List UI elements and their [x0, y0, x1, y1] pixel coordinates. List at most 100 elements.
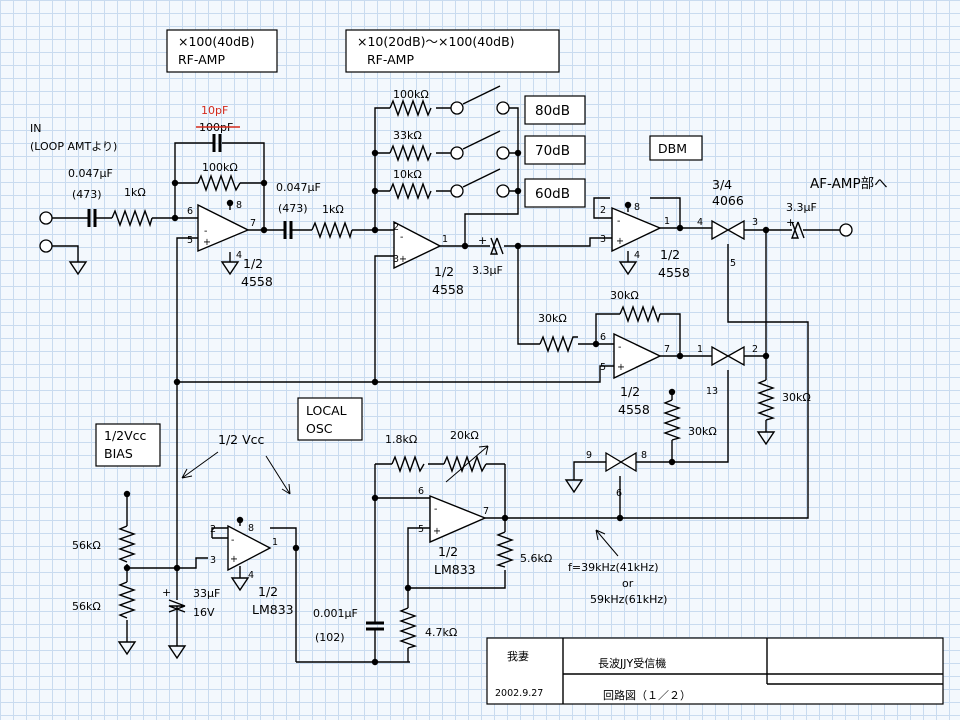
pin-minus: - — [617, 216, 620, 227]
op-amps — [197, 203, 662, 572]
label-osc-cap: 0.001μF — [313, 607, 358, 620]
pin: 2 — [210, 524, 216, 535]
label-sw-part-2: 4066 — [712, 193, 744, 208]
dbm-box — [649, 135, 703, 161]
label-c-bias-v: 16V — [193, 606, 215, 619]
label-r-g70: 33kΩ — [393, 129, 422, 142]
label-r-div1: 56kΩ — [72, 539, 101, 552]
pin: 6 — [616, 488, 622, 499]
output-terminal — [839, 223, 853, 237]
input-ground-terminal — [39, 239, 53, 253]
c-out2 — [790, 221, 805, 239]
gain-60db-box — [524, 178, 586, 208]
pin-plus: + — [230, 554, 238, 565]
u3-frac: 1/2 — [660, 247, 680, 262]
u4-frac: 1/2 — [620, 384, 640, 399]
rf-amp2-gain: ×10(20dB)～×100(40dB) — [357, 34, 515, 49]
r-osc-vr — [443, 454, 487, 474]
pin: 8 — [236, 200, 242, 211]
opamp-u6 — [227, 524, 272, 572]
switch-4066-a — [711, 219, 745, 241]
pin: 4 — [697, 217, 703, 228]
pin: 1 — [664, 216, 670, 227]
dbm-label: DBM — [658, 141, 687, 156]
chip-labels: 1/2 4558 1/2 4558 1/2 4558 1/2 4558 1/2 … — [241, 247, 690, 617]
pin-plus: + — [399, 254, 407, 265]
pin-minus: - — [204, 226, 207, 237]
label-r-mix-in: 30kΩ — [538, 312, 567, 325]
pin: 2 — [752, 344, 758, 355]
gain-70db-box — [524, 135, 586, 165]
bias-label-1: 1/2Vcc — [104, 428, 147, 443]
pin-plus: + — [616, 236, 624, 247]
pin: 2 — [393, 222, 399, 233]
pin: 3 — [210, 555, 216, 566]
pin: 6 — [600, 332, 606, 343]
junction-dots — [123, 149, 770, 666]
label-in-sub: (LOOP AMTより) — [30, 140, 117, 153]
rf-amp2-box — [345, 29, 560, 73]
r-out-gnd — [756, 379, 776, 421]
bias-box — [95, 423, 161, 467]
pin: 4 — [634, 250, 640, 261]
opamp-u1 — [197, 203, 250, 253]
pin-plus: + — [203, 237, 211, 248]
bias-label-2: BIAS — [104, 446, 133, 461]
rf-amp1-gain: ×100(40dB) — [178, 34, 255, 49]
title-project: 長波JJY受信機 — [598, 656, 666, 670]
pin: 3 — [393, 254, 399, 265]
pin: 6 — [418, 486, 424, 497]
plus-c-bias: + — [162, 586, 171, 599]
label-osc-vr: 20kΩ — [450, 429, 479, 442]
label-r-g80: 100kΩ — [393, 88, 429, 101]
label-r-out-gnd: 30kΩ — [782, 391, 811, 404]
u5-frac: 1/2 — [438, 544, 458, 559]
pin: 8 — [641, 450, 647, 461]
r-fb1 — [197, 173, 241, 193]
switch-4066-c — [605, 451, 637, 473]
pin: 3 — [752, 217, 758, 228]
local-osc-label-1: LOCAL — [306, 403, 347, 418]
u5-part: LM833 — [434, 562, 476, 577]
c-fb — [212, 134, 222, 152]
title-block: 我妻 2002.9.27 長波JJY受信機 回路図（１／２） — [486, 637, 944, 705]
label-osc-cap-code: (102) — [315, 631, 345, 644]
c-bias — [168, 599, 186, 613]
pin: 5 — [418, 524, 424, 535]
label-c-in-code: (473) — [72, 188, 102, 201]
label-af-out: AF-AMP部へ — [810, 176, 888, 192]
label-c-fb-new: 10pF — [201, 104, 228, 117]
u2-frac: 1/2 — [434, 264, 454, 279]
label-c-mid-code: (473) — [278, 202, 308, 215]
label-osc-r1: 1.8kΩ — [385, 433, 417, 446]
plus-c-out1: + — [478, 234, 487, 247]
label-c-bias: 33μF — [193, 587, 220, 600]
pin: 5 — [187, 235, 193, 246]
pin-numbers: 6 5 7 8 4 - + 2 3 1 - + 2 3 1 8 4 - + 6 … — [187, 200, 758, 581]
pin: 7 — [664, 344, 670, 355]
r-g80 — [389, 98, 432, 118]
pin-minus: - — [618, 342, 621, 353]
opamp-u4 — [613, 332, 662, 380]
title-sheet: 回路図（１／２） — [603, 689, 691, 702]
label-c-in: 0.047μF — [68, 167, 113, 180]
u1-part: 4558 — [241, 274, 273, 289]
u6-part: LM833 — [252, 602, 294, 617]
pin: 7 — [250, 218, 256, 229]
pin-plus: + — [617, 362, 625, 373]
r-bias-sw — [662, 399, 682, 441]
pin-minus: - — [434, 504, 437, 515]
opamp-u3 — [611, 206, 662, 253]
label-half-vcc: 1/2 Vcc — [218, 432, 265, 447]
label-r-bias-sw: 30kΩ — [688, 425, 717, 438]
pin: 8 — [634, 202, 640, 213]
pin: 6 — [187, 206, 193, 217]
pin-minus: - — [400, 232, 403, 243]
u1-frac: 1/2 — [243, 256, 263, 271]
u3-part: 4558 — [658, 265, 690, 280]
label-freq-2: 59kHz(61kHz) — [590, 593, 667, 606]
u6-frac: 1/2 — [258, 584, 278, 599]
resistors — [111, 98, 776, 649]
pin: 5 — [600, 362, 606, 373]
